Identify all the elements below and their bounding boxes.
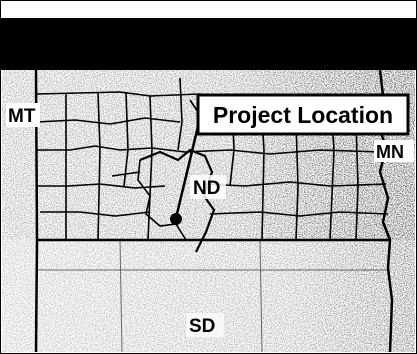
header-band — [0, 18, 417, 70]
state-label-sd: SD — [189, 316, 215, 337]
state-label-mt: MT — [8, 106, 36, 127]
project-location-callout — [196, 93, 410, 136]
sd-county-lines — [37, 239, 390, 353]
sd-label-bg — [186, 313, 224, 337]
project-location-label: Project Location — [213, 102, 393, 128]
nd-label-bg — [190, 175, 226, 199]
mn-label-bg — [374, 140, 414, 162]
state-label-mn: MN — [376, 142, 404, 162]
project-marker-icon — [170, 213, 182, 225]
county-lines — [36, 77, 389, 253]
state-label-nd: ND — [193, 178, 220, 199]
callout-leader-line — [174, 117, 202, 219]
mt-label-bg — [6, 103, 40, 127]
top-strip — [2, 2, 415, 20]
